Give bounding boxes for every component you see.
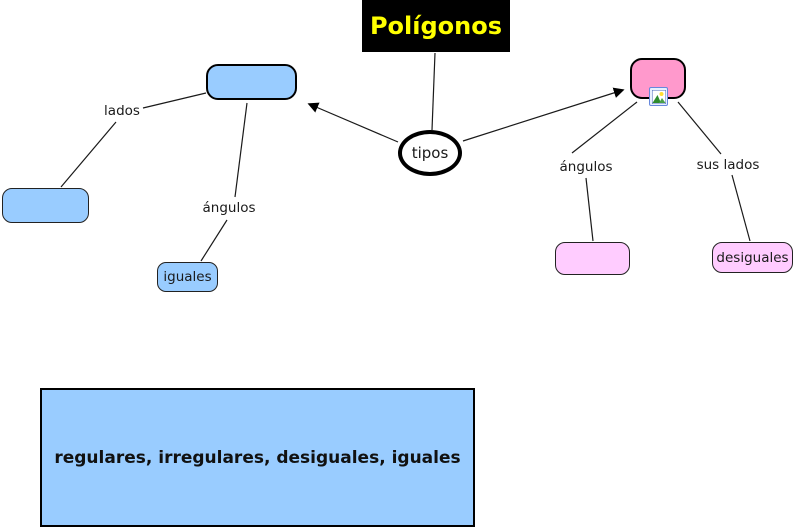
link-title-tipos bbox=[431, 52, 436, 131]
image-icon[interactable] bbox=[649, 87, 668, 106]
link-label-angulos-left[interactable]: ángulos bbox=[201, 200, 257, 216]
top-left-blue-node[interactable] bbox=[206, 64, 297, 100]
link-blue-lados bbox=[142, 92, 207, 109]
tipos-ellipse-node[interactable]: tipos bbox=[398, 130, 462, 176]
link-lados-empty bbox=[60, 121, 117, 188]
link-tipos-pink-arrow bbox=[462, 87, 625, 142]
iguales-node[interactable]: iguales bbox=[157, 262, 218, 292]
link-pink-angulos bbox=[571, 101, 638, 154]
link-angulos-pinkempty bbox=[585, 177, 594, 242]
link-label-lados[interactable]: lados bbox=[103, 103, 141, 119]
link-suslados-desiguales bbox=[731, 174, 751, 242]
link-blue-angulos bbox=[234, 102, 248, 198]
link-label-angulos-right[interactable]: ángulos bbox=[558, 159, 614, 175]
right-pink-empty-node[interactable] bbox=[555, 242, 630, 275]
left-blue-empty-node[interactable] bbox=[2, 188, 89, 223]
title-node-poligonos[interactable]: Polígonos bbox=[362, 0, 510, 52]
link-tipos-blue-arrow bbox=[307, 102, 399, 143]
link-pink-suslados bbox=[677, 101, 722, 155]
link-angulos-iguales bbox=[200, 219, 228, 262]
desiguales-node[interactable]: desiguales bbox=[712, 242, 793, 273]
link-label-sus-lados[interactable]: sus lados bbox=[695, 157, 761, 173]
answer-box-node[interactable]: regulares, irregulares, desiguales, igua… bbox=[40, 388, 475, 527]
